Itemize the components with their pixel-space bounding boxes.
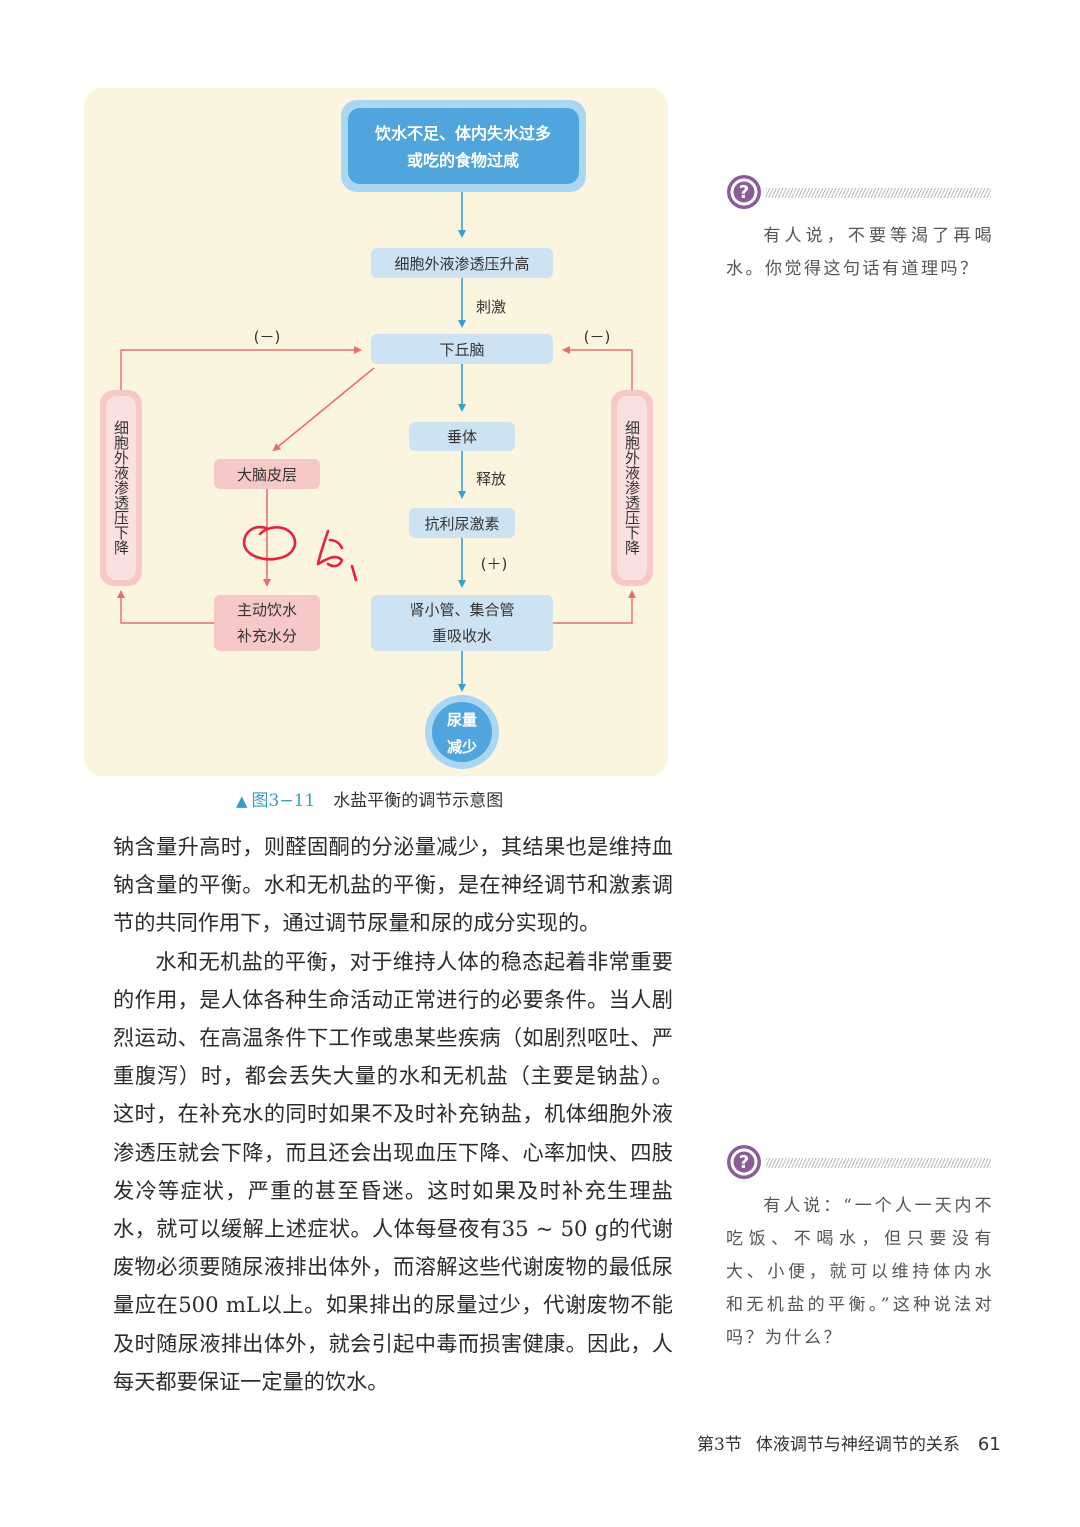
question-icon: ? xyxy=(727,175,761,209)
left-osmotic-fall-bar: 细胞外液渗透压下降 xyxy=(100,390,142,586)
drink-line1: 主动饮水 xyxy=(237,601,297,619)
cause-box: 饮水不足、体内失水过多 或吃的食物过咸 xyxy=(341,100,586,192)
figure-title: 水盐平衡的调节示意图 xyxy=(333,791,504,811)
adh-label: 抗利尿激素 xyxy=(424,515,499,533)
osmotic-rise-label: 细胞外液渗透压升高 xyxy=(394,255,529,273)
question-icon: ? xyxy=(727,1145,761,1179)
kidney-line1: 肾小管、集合管 xyxy=(409,601,514,619)
kidney-line2: 重吸收水 xyxy=(432,627,492,645)
page-number: 61 xyxy=(977,1434,1001,1455)
diagram-canvas: 饮水不足、体内失水过多 或吃的食物过咸 细胞外液渗透压升高 刺激 下丘脑 (－)… xyxy=(100,100,653,769)
cortex-label: 大脑皮层 xyxy=(237,466,297,484)
figure-caption: ▲图3−11 水盐平衡的调节示意图 xyxy=(236,786,503,811)
osmotic-rise-box: 细胞外液渗透压升高 xyxy=(371,248,553,278)
footer-title: 体液调节与神经调节的关系 xyxy=(755,1435,960,1455)
cause-line1: 饮水不足、体内失水过多 xyxy=(374,124,551,143)
hypothalamus-box: 下丘脑 xyxy=(371,334,553,364)
drink-line2: 补充水分 xyxy=(237,627,297,645)
kidney-box: 肾小管、集合管 重吸收水 xyxy=(371,595,553,651)
pituitary-label: 垂体 xyxy=(447,428,477,446)
right-osmotic-fall-bar: 细胞外液渗透压下降 xyxy=(611,390,653,586)
note-text: 有人说，不要等渴了再喝水。你觉得这句话有道理吗？ xyxy=(726,226,994,279)
urine-circle: 尿量 减少 xyxy=(425,695,499,769)
positive-label: (＋) xyxy=(481,555,508,573)
hypothalamus-label: 下丘脑 xyxy=(439,341,484,359)
handwriting-scribble xyxy=(242,525,358,582)
negative-left-label: (－) xyxy=(254,328,281,346)
pituitary-box: 垂体 xyxy=(409,422,515,451)
water-salt-diagram: 饮水不足、体内失水过多 或吃的食物过咸 细胞外液渗透压升高 刺激 下丘脑 (－)… xyxy=(84,88,668,776)
left-osmotic-fall-label: 细胞外液渗透压下降 xyxy=(112,420,130,555)
svg-text:?: ? xyxy=(739,1152,749,1173)
stimulate-label: 刺激 xyxy=(476,298,506,316)
svg-text:?: ? xyxy=(739,182,749,203)
urine-line1: 尿量 xyxy=(447,711,477,729)
footer-section: 第3节 xyxy=(697,1435,742,1455)
divider-stripe xyxy=(766,188,991,198)
caption-triangle-icon: ▲ xyxy=(236,792,248,810)
negative-right-label: (－) xyxy=(584,328,611,346)
page-footer: 第3节体液调节与神经调节的关系 61 xyxy=(697,1430,1001,1455)
cause-line2: 或吃的食物过咸 xyxy=(407,151,519,170)
paragraph: 钠含量升高时，则醛固酮的分泌量减少，其结果也是维持血钠含量的平衡。水和无机盐的平… xyxy=(113,834,673,936)
figure-number: 图3−11 xyxy=(251,791,316,811)
body-text: 钠含量升高时，则醛固酮的分泌量减少，其结果也是维持血钠含量的平衡。水和无机盐的平… xyxy=(113,828,673,1401)
urine-line2: 减少 xyxy=(447,738,477,756)
paragraph: 水和无机盐的平衡，对于维持人体的稳态起着非常重要的作用，是人体各种生命活动正常进… xyxy=(113,948,673,1394)
divider-stripe xyxy=(766,1158,991,1168)
adh-box: 抗利尿激素 xyxy=(409,508,515,538)
cortex-box: 大脑皮层 xyxy=(214,459,320,489)
note-text: 有人说：“一个人一天内不吃饭、不喝水，但只要没有大、小便，就可以维持体内水和无机… xyxy=(726,1196,994,1348)
right-osmotic-fall-label: 细胞外液渗透压下降 xyxy=(623,420,641,555)
side-question-1: ? 有人说，不要等渴了再喝水。你觉得这句话有道理吗？ xyxy=(726,174,994,286)
side-question-2: ? 有人说：“一个人一天内不吃饭、不喝水，但只要没有大、小便，就可以维持体内水和… xyxy=(726,1144,994,1355)
drink-box: 主动饮水 补充水分 xyxy=(214,595,320,651)
release-label: 释放 xyxy=(476,470,506,488)
